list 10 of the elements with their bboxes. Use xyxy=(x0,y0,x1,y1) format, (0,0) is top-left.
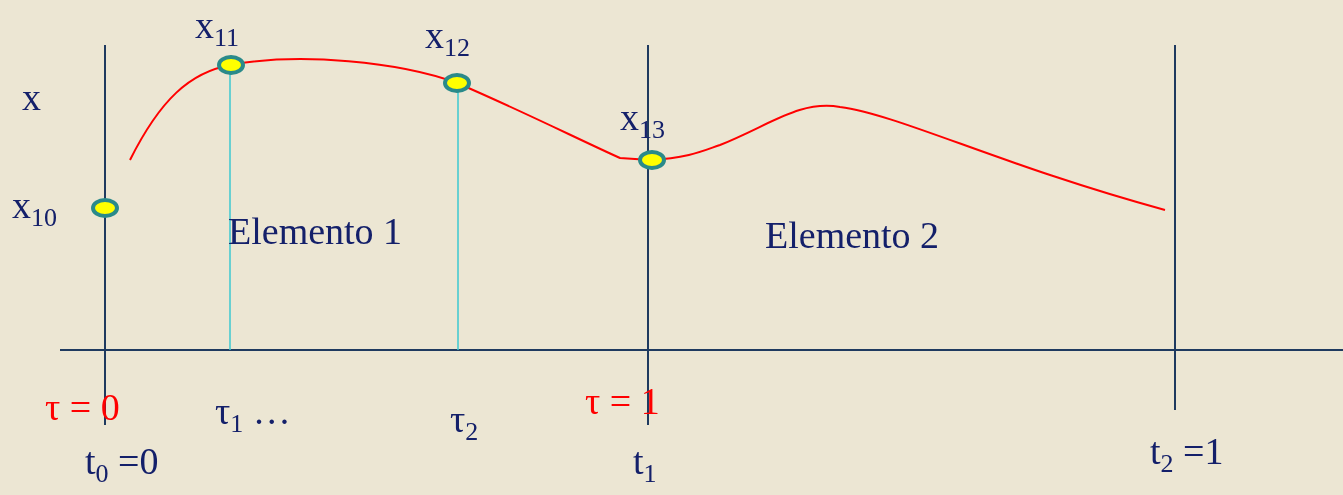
tick-label: t$_{0}$ =0 xyxy=(85,442,159,480)
axis-label: x xyxy=(22,78,41,116)
tick-label: τ$_{1}$ … xyxy=(215,392,291,430)
region-label: Elemento 2 xyxy=(765,216,940,254)
point-label: x$_{10}$ xyxy=(12,186,57,224)
tick-label: τ$_{2}$ xyxy=(450,400,479,438)
tick-label: t$_{2}$ =1 xyxy=(1150,432,1224,470)
point-label: x$_{11}$ xyxy=(195,6,240,44)
tick-label: t$_{1}$ xyxy=(633,442,657,480)
point-label: x$_{12}$ xyxy=(425,16,470,54)
